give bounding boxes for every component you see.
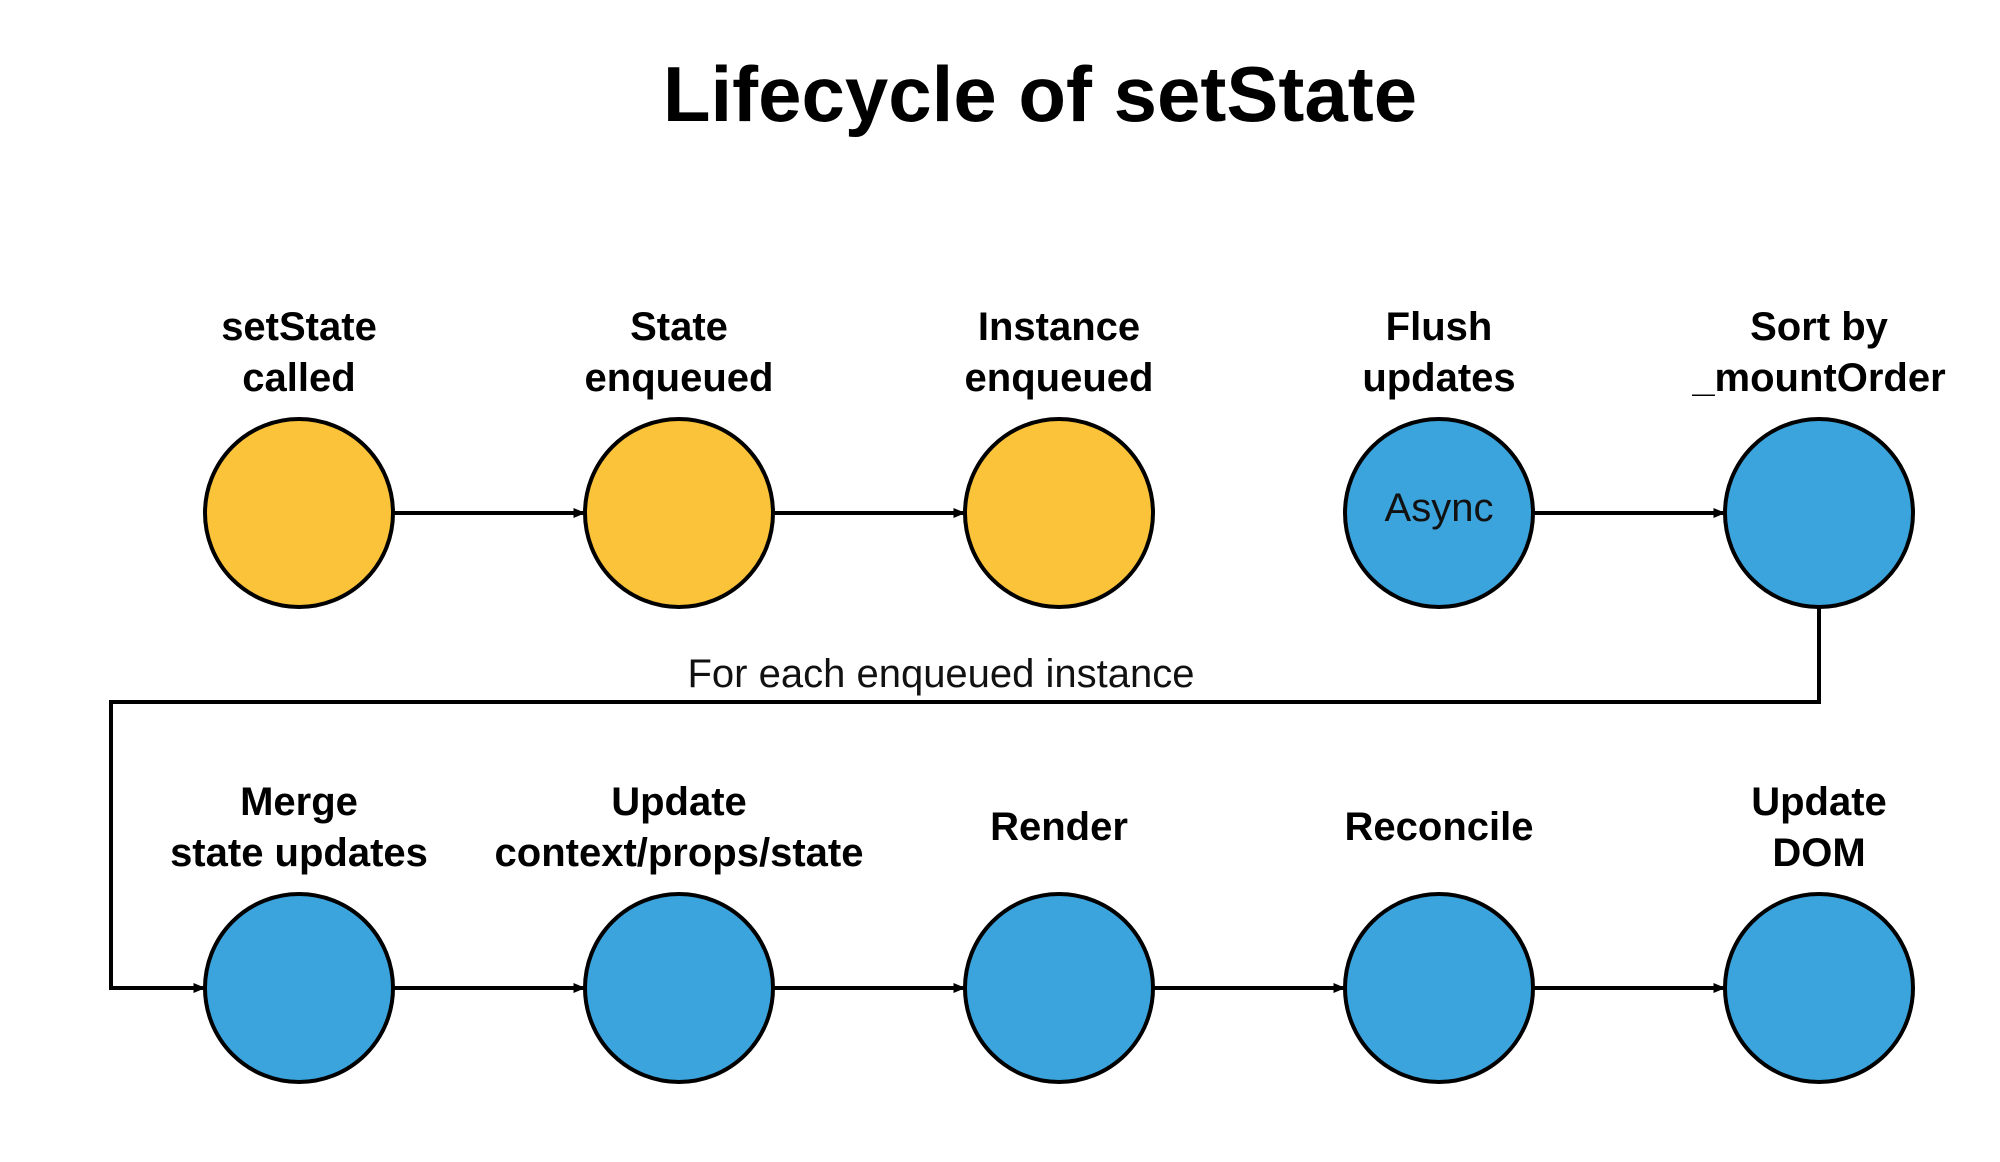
node-circle-render xyxy=(963,892,1155,1084)
edges-layer: For each enqueued instance xyxy=(109,508,1821,993)
node-merge-state-updates: Merge state updates xyxy=(170,780,428,1084)
node-label-instance-enqueued-line-1: Instance xyxy=(978,305,1140,349)
node-label-sort-by-mountorder-line-2: _mountOrder xyxy=(1691,356,1945,400)
node-label-render-line-1: Render xyxy=(990,805,1128,849)
node-label-update-dom-line-1: Update xyxy=(1751,780,1887,824)
node-label-reconcile-line-1: Reconcile xyxy=(1345,805,1534,849)
node-label-state-enqueued-line-2: enqueued xyxy=(585,356,774,400)
node-state-enqueued: State enqueued xyxy=(583,305,775,609)
node-label-setstate-called-line-1: setState xyxy=(221,305,377,349)
node-circle-flush-updates xyxy=(1343,417,1535,609)
node-label-instance-enqueued-line-2: enqueued xyxy=(965,356,1154,400)
node-circle-merge-state-updates xyxy=(203,892,395,1084)
node-label-setstate-called-line-2: called xyxy=(242,356,355,400)
node-circle-reconcile xyxy=(1343,892,1535,1084)
node-render: Render xyxy=(963,805,1155,1084)
node-label-flush-updates-line-2: updates xyxy=(1362,356,1515,400)
node-circle-sort-by-mountorder xyxy=(1723,417,1915,609)
node-label-update-context-props-state-line-1: Update xyxy=(611,780,747,824)
node-circle-state-enqueued xyxy=(583,417,775,609)
node-label-update-dom-line-2: DOM xyxy=(1772,831,1865,875)
node-update-context-props-state: Update context/props/state xyxy=(495,780,864,1084)
node-circle-update-dom xyxy=(1723,892,1915,1084)
nodes-layer: setState called State enqueued Instance enque… xyxy=(170,305,1946,1084)
node-sort-by-mountorder: Sort by _mountOrder xyxy=(1691,305,1946,609)
node-label-update-context-props-state-line-2: context/props/state xyxy=(495,831,864,875)
node-label-flush-updates-line-1: Flush xyxy=(1386,305,1493,349)
node-setstate-called: setState called xyxy=(203,305,395,609)
node-circle-instance-enqueued xyxy=(963,417,1155,609)
node-label-merge-state-updates-line-2: state updates xyxy=(170,831,428,875)
node-reconcile: Reconcile xyxy=(1343,805,1535,1084)
node-circle-update-context-props-state xyxy=(583,892,775,1084)
node-label-sort-by-mountorder-line-1: Sort by xyxy=(1750,305,1889,349)
edge-sort-by-mountorder-to-merge-state-updates xyxy=(109,607,1821,993)
diagram-title: Lifecycle of setState xyxy=(663,50,1417,138)
edge-label-for-each-instance: For each enqueued instance xyxy=(687,652,1194,696)
node-label-state-enqueued-line-1: State xyxy=(630,305,728,349)
node-inner-label-flush-updates: Async xyxy=(1385,486,1494,530)
node-circle-setstate-called xyxy=(203,417,395,609)
node-label-merge-state-updates-line-1: Merge xyxy=(240,780,358,824)
node-instance-enqueued: Instance enqueued xyxy=(963,305,1155,609)
